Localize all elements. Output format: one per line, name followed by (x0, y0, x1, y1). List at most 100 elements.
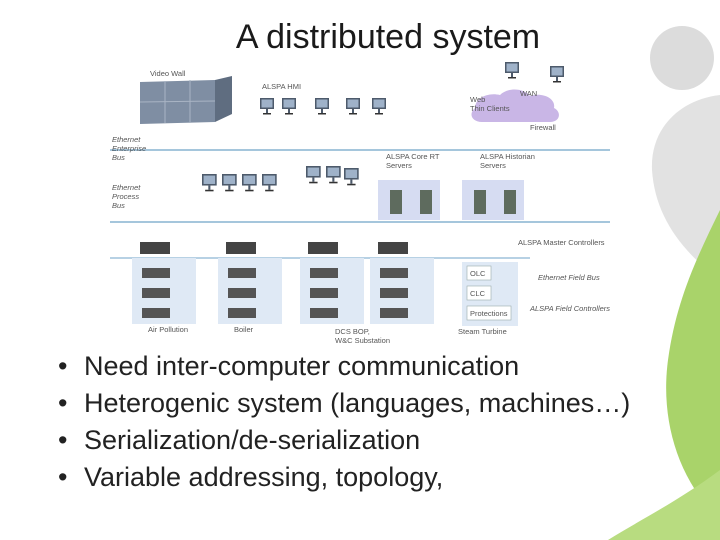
label-line: Thin Clients (470, 104, 510, 113)
label-firewall: Firewall (530, 123, 556, 132)
master-controller-icon (308, 242, 338, 254)
monitor-icon (505, 62, 519, 79)
controller-module (310, 268, 338, 278)
bullet-text: Need inter-computer communication (84, 351, 520, 381)
label-line: W&C Substation (335, 336, 390, 345)
bullet-text: Variable addressing, topology, (84, 462, 444, 492)
logo-green-tail (608, 470, 720, 540)
label-clc: CLC (470, 289, 486, 298)
server-icon (390, 190, 402, 214)
bullet-item: • Variable addressing, topology, (56, 459, 630, 496)
label-video-wall: Video Wall (150, 69, 186, 78)
label-line: ALSPA Historian (480, 152, 535, 161)
clc-box (466, 285, 492, 301)
master-controller-icon (226, 242, 256, 254)
label-line: Servers (480, 161, 506, 170)
label-air-pollution: Air Pollution (148, 325, 188, 334)
slide-title: A distributed system (235, 18, 541, 56)
label-boiler: Boiler (234, 325, 254, 334)
label-olc: OLC (470, 269, 486, 278)
server-icon (420, 190, 432, 214)
monitor-icon (260, 98, 274, 115)
monitor-icon (282, 98, 296, 115)
label-line: Protections (470, 309, 508, 318)
server-icon (504, 190, 516, 214)
monitor-icon (326, 166, 341, 184)
bullet-dot: • (58, 388, 68, 418)
controller-module (380, 288, 408, 298)
controller-module (228, 288, 256, 298)
logo-gray-circle (650, 26, 714, 90)
logo-gray-swoosh (651, 95, 720, 280)
monitor-icon (262, 174, 277, 192)
controller-module (142, 288, 170, 298)
bullet-dot: • (58, 351, 68, 381)
label-hmi: ALSPA HMI (262, 82, 301, 91)
monitor-icon (372, 98, 386, 115)
label-dcs-bop: DCS BOP,W&C Substation (335, 327, 390, 345)
controller-module (310, 308, 338, 318)
bullet-text: Heterogenic system (languages, machines…… (84, 388, 631, 418)
label-field-bus: Ethernet Field Bus (538, 273, 600, 282)
label-line: Steam Turbine (458, 327, 507, 336)
label-line: ALSPA Master Controllers (518, 238, 605, 247)
bullet-list: • Need inter-computer communication • Hete… (56, 348, 630, 496)
monitor-icon (222, 174, 237, 192)
controller-module (228, 308, 256, 318)
label-line: ALSPA Field Controllers (529, 304, 610, 313)
label-line: Air Pollution (148, 325, 188, 334)
label-line: Servers (386, 161, 412, 170)
controller-module (142, 268, 170, 278)
master-controller-icon (140, 242, 170, 254)
olc-box (466, 265, 492, 281)
label-line: Process (112, 192, 139, 201)
label-line: Ethernet Field Bus (538, 273, 600, 282)
label-line: OLC (470, 269, 486, 278)
master-controller-icon (378, 242, 408, 254)
label-line: ALSPA Core RT (386, 152, 440, 161)
label-wan: WAN (520, 89, 537, 98)
label-line: Enterprise (112, 144, 146, 153)
controller-module (228, 268, 256, 278)
controller-module (142, 308, 170, 318)
label-line: Firewall (530, 123, 556, 132)
monitor-icon (550, 66, 564, 83)
label-line: Ethernet (112, 183, 141, 192)
protections-box (466, 305, 512, 321)
label-line: CLC (470, 289, 486, 298)
monitor-icon (202, 174, 217, 192)
label-line: DCS BOP, (335, 327, 370, 336)
background-logo-shapes (608, 26, 720, 540)
label-field-controllers: ALSPA Field Controllers (529, 304, 610, 313)
label-line: Ethernet (112, 135, 141, 144)
label-line: Bus (112, 201, 125, 210)
label-protections: Protections (470, 309, 508, 318)
label-line: WAN (520, 89, 537, 98)
workstations (202, 62, 564, 214)
field-racks (132, 242, 434, 324)
bullet-item: • Need inter-computer communication (56, 348, 630, 385)
label-line: Video Wall (150, 69, 186, 78)
server-icon (474, 190, 486, 214)
bullet-dot: • (58, 462, 68, 492)
label-master-controllers: ALSPA Master Controllers (518, 238, 605, 247)
label-line: Web (470, 95, 485, 104)
monitor-icon (306, 166, 321, 184)
video-wall (139, 76, 232, 124)
bullet-dot: • (58, 425, 68, 455)
bullet-item: • Serialization/de-serialization (56, 422, 630, 459)
label-steam-turbine: Steam Turbine (458, 327, 507, 336)
label-line: ALSPA HMI (262, 82, 301, 91)
bullet-item: • Heterogenic system (languages, machines… (56, 385, 630, 422)
wan-cloud (471, 89, 559, 122)
bullet-text: Serialization/de-serialization (84, 425, 421, 455)
controller-module (380, 268, 408, 278)
monitor-icon (344, 168, 359, 186)
logo-green-swoosh (666, 210, 720, 520)
